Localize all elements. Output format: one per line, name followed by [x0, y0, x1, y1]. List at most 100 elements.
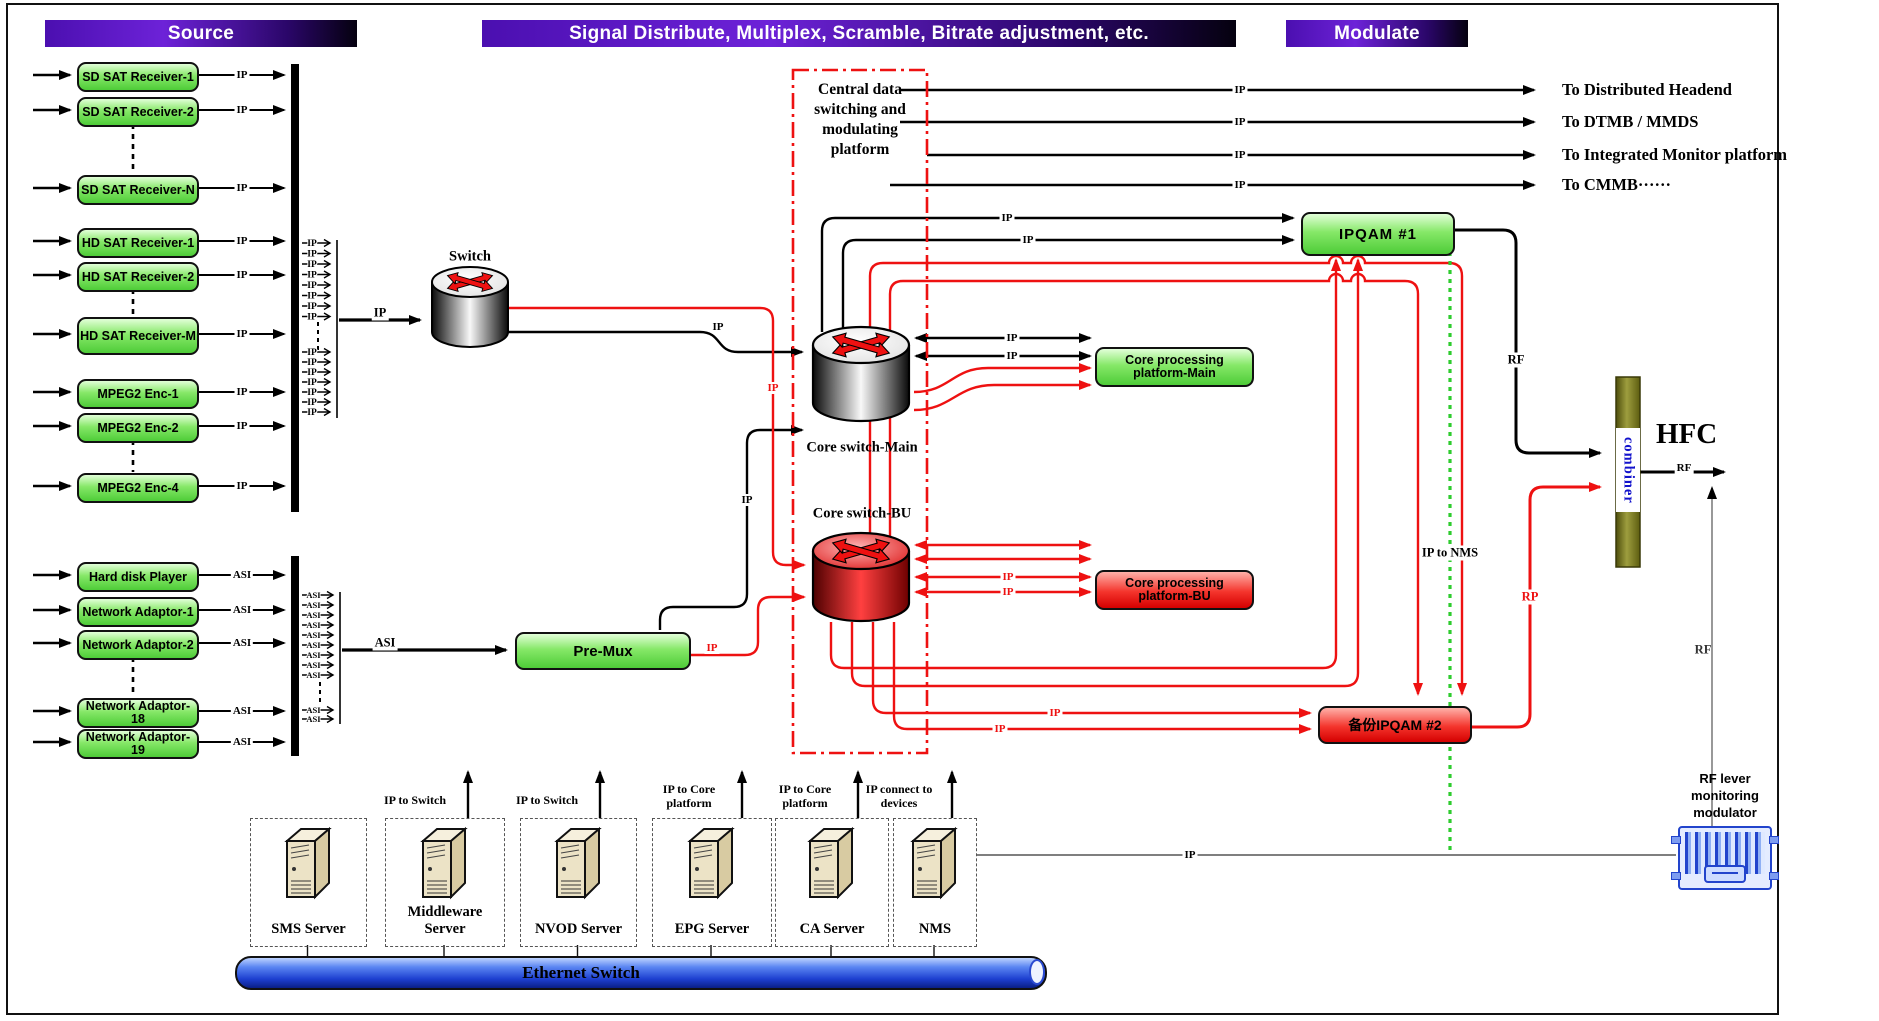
- svg-text:IP: IP: [307, 388, 317, 398]
- ip-label: IP: [1047, 707, 1063, 719]
- server-tower-icon: [553, 826, 602, 900]
- server-link-note: IP to Switch: [515, 793, 578, 807]
- svg-text:IP: IP: [307, 239, 317, 249]
- svg-text:ASI: ASI: [306, 670, 321, 680]
- server-tower-icon: [420, 826, 468, 900]
- svg-text:IP: IP: [307, 292, 317, 302]
- server-link-note: IP to Core platform: [662, 782, 716, 810]
- rf-label: RF: [1674, 462, 1694, 474]
- svg-text:ASI: ASI: [306, 705, 321, 715]
- ethernet-switch-label: Ethernet Switch: [522, 963, 640, 982]
- svg-text:IP: IP: [307, 313, 317, 323]
- header-source: Source: [45, 20, 357, 47]
- ip-label: IP: [371, 305, 389, 321]
- server-name: SMS Server: [271, 921, 346, 937]
- output-cmmb: To CMMB······: [1562, 175, 1671, 194]
- header-modulate: Modulate: [1286, 20, 1468, 47]
- svg-text:IP: IP: [307, 260, 317, 270]
- source-device-box: SD SAT Receiver-1: [77, 62, 199, 92]
- server-link-note: IP to Switch: [383, 793, 446, 807]
- signal-label: IP: [234, 386, 250, 398]
- rf-label: RF: [1505, 352, 1527, 368]
- core-processing-platform-bu-box: Core processing platform-BU: [1095, 570, 1254, 610]
- source-device-box: HD SAT Receiver-1: [77, 228, 199, 258]
- server-tower-icon: [283, 826, 332, 900]
- output-integrated-monitor: To Integrated Monitor platform: [1562, 145, 1788, 164]
- svg-text:IP: IP: [307, 250, 317, 260]
- signal-label: ASI: [230, 569, 254, 581]
- svg-text:IP: IP: [307, 348, 317, 358]
- svg-text:ASI: ASI: [306, 630, 321, 640]
- switch-icon: [431, 266, 509, 348]
- core-switch-bu-label: Core switch-BU: [812, 505, 912, 522]
- svg-text:ASI: ASI: [306, 714, 321, 724]
- server-name: Middleware Server: [407, 904, 483, 937]
- ip-label: IP: [1000, 571, 1016, 583]
- source-device-box: SD SAT Receiver-2: [77, 97, 199, 127]
- svg-text:IP: IP: [307, 378, 317, 388]
- source-device-box: Network Adaptor-2: [77, 630, 199, 660]
- ip-label: IP: [1232, 149, 1248, 161]
- premux-box: Pre-Mux: [515, 632, 691, 670]
- source-device-box: Network Adaptor-19: [77, 729, 199, 759]
- svg-text:IP: IP: [307, 281, 317, 291]
- central-platform-note: Central data switching and modulating pl…: [814, 81, 906, 158]
- core-switch-main-label: Core switch-Main: [806, 439, 918, 456]
- server-name: CA Server: [799, 921, 865, 937]
- server-box-nvod-server: NVOD Server: [520, 818, 637, 947]
- signal-label: ASI: [230, 637, 254, 649]
- signal-label: ASI: [230, 705, 254, 717]
- source-device-box: SD SAT Receiver-N: [77, 175, 199, 205]
- asi-label: ASI: [372, 635, 398, 651]
- source-device-box: MPEG2 Enc-2: [77, 413, 199, 443]
- signal-label: IP: [234, 235, 250, 247]
- server-link-note: IP connect to devices: [865, 782, 933, 810]
- svg-text:ASI: ASI: [306, 600, 321, 610]
- server-box-middleware-server: Middleware Server: [385, 818, 505, 947]
- server-box-ca-server: CA Server: [775, 818, 889, 947]
- ip-label: IP: [1232, 116, 1248, 128]
- svg-text:IP: IP: [307, 398, 317, 408]
- core-switch-bu-icon: [811, 531, 911, 623]
- ip-label: IP: [992, 723, 1008, 735]
- svg-text:IP: IP: [307, 368, 317, 378]
- server-box-epg-server: EPG Server: [652, 818, 772, 947]
- rp-label: RP: [1519, 589, 1541, 605]
- switch-label: Switch: [449, 248, 491, 265]
- svg-text:IP: IP: [307, 302, 317, 312]
- svg-text:IP: IP: [307, 408, 317, 418]
- rf-label: RF: [1694, 642, 1712, 657]
- ip-label: IP: [1020, 234, 1036, 246]
- signal-label: IP: [234, 69, 250, 81]
- svg-text:ASI: ASI: [306, 620, 321, 630]
- header-signal-distribute: Signal Distribute, Multiplex, Scramble, …: [482, 20, 1236, 47]
- hfc-label: HFC: [1656, 418, 1718, 450]
- ip-label: IP: [704, 642, 720, 654]
- source-device-box: HD SAT Receiver-M: [77, 317, 199, 355]
- output-distributed-headend: To Distributed Headend: [1562, 80, 1732, 99]
- ip-label: IP: [1182, 849, 1198, 861]
- core-processing-platform-main-box: Core processing platform-Main: [1095, 347, 1254, 387]
- server-box-nms: NMS: [893, 818, 977, 947]
- signal-label: ASI: [230, 604, 254, 616]
- ip-label: IP: [710, 321, 726, 333]
- ethernet-switch-bar: Ethernet Switch: [235, 956, 1047, 990]
- source-device-box: Hard disk Player: [77, 562, 199, 592]
- combiner-label: combiner: [1616, 428, 1640, 512]
- source-device-box: HD SAT Receiver-2: [77, 262, 199, 292]
- ip-to-nms-label: IP to NMS: [1419, 545, 1481, 561]
- svg-text:IP: IP: [307, 271, 317, 281]
- signal-label: IP: [234, 104, 250, 116]
- signal-label: IP: [234, 328, 250, 340]
- svg-text:ASI: ASI: [306, 660, 321, 670]
- ethernet-bar-endcap: [1029, 959, 1045, 985]
- ipqam2-box: 备份IPQAM #2: [1318, 706, 1472, 744]
- signal-label: IP: [234, 420, 250, 432]
- source-device-box: Network Adaptor-1: [77, 597, 199, 627]
- ip-label: IP: [765, 382, 781, 394]
- asi-bus-bar: [291, 556, 299, 756]
- ip-label: IP: [739, 494, 755, 506]
- output-dtmb-mmds: To DTMB / MMDS: [1562, 112, 1699, 131]
- ip-bus-bar: [291, 64, 299, 512]
